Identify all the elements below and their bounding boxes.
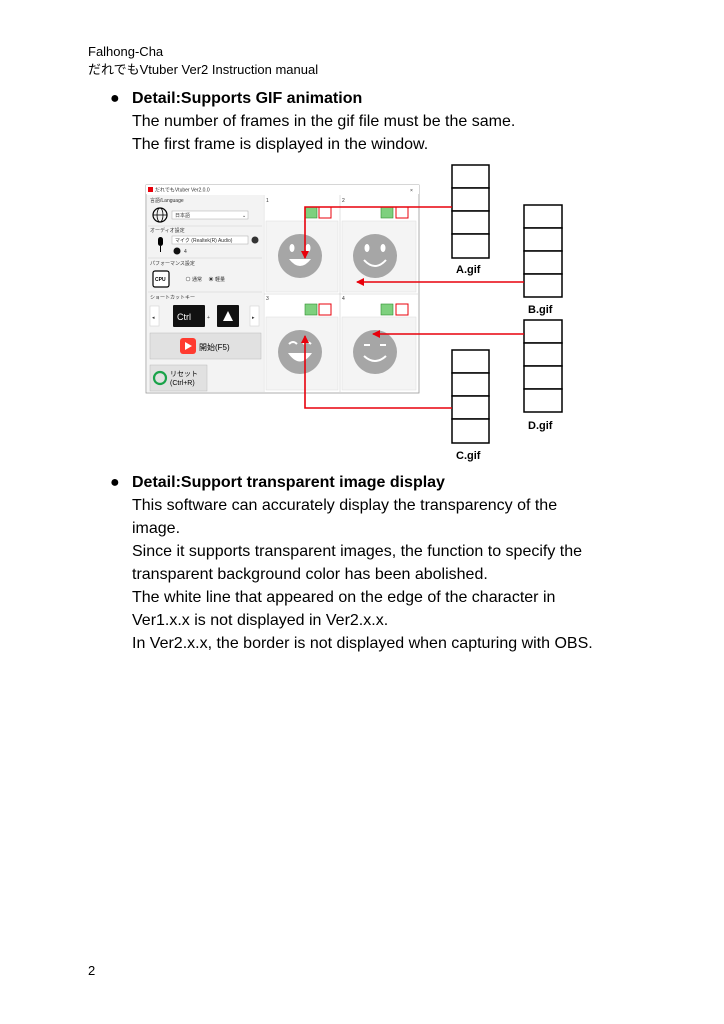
trash-icon[interactable] [395, 303, 409, 316]
cell-number: 2 [342, 198, 345, 204]
face-smile-icon [353, 234, 397, 278]
header-author: Falhong-Cha [88, 44, 164, 59]
section2-body: This software can accurately display the… [132, 494, 672, 655]
language-label: 言語/Language [150, 197, 184, 204]
arrow-a [301, 206, 452, 259]
image-load-icon[interactable] [380, 206, 394, 219]
level-indicator-icon [173, 247, 181, 255]
cell-4-buttons[interactable] [380, 303, 409, 316]
bullet-icon: ● [110, 474, 120, 491]
section2-line: image. [132, 520, 181, 537]
start-button-label: 開始(F5) [199, 342, 230, 352]
cell-3-buttons[interactable] [304, 303, 332, 316]
app-logo-icon [148, 187, 153, 192]
a-gif-frames [451, 164, 490, 259]
a-gif-label: A.gif [456, 264, 481, 276]
image-load-icon[interactable] [380, 303, 394, 316]
d-gif-frames [523, 319, 563, 413]
face-open-mouth-icon [278, 234, 322, 278]
page-number: 2 [88, 963, 96, 978]
image-load-icon[interactable] [304, 303, 318, 316]
cpu-icon-label: CPU [155, 277, 166, 283]
refresh-icon [152, 370, 168, 386]
section2-line: transparent background color has been ab… [132, 566, 488, 583]
audio-select[interactable] [171, 235, 249, 245]
level-value: 4 [184, 249, 187, 255]
c-gif-frames [451, 349, 490, 444]
section2-line: In Ver2.x.x, the border is not displayed… [132, 635, 593, 652]
section1-line: The number of frames in the gif file mus… [132, 113, 516, 130]
bullet-icon: ● [110, 90, 120, 107]
audio-value: マイク (Realtek(R) Audio) [175, 238, 233, 244]
ctrl-key [173, 305, 205, 327]
start-button[interactable] [149, 332, 262, 360]
language-select[interactable] [171, 210, 249, 220]
plus-sign: + [207, 315, 210, 321]
section1-line: The first frame is displayed in the wind… [132, 136, 429, 153]
section2-heading: ● Detail:Support transparent image displa… [110, 474, 445, 492]
ctrl-key-label: Ctrl [177, 312, 191, 322]
microphone-icon [158, 237, 163, 246]
section1-heading: ● Detail:Supports GIF animation [110, 90, 362, 108]
language-value: 日本語 [175, 212, 190, 219]
chevron-left-icon: ◂ [152, 315, 155, 321]
app-window-screenshot: だれでもVtuber Ver2.0.0 × 言語/Language 日本語 ⌄ … [145, 184, 420, 394]
close-icon[interactable]: × [410, 188, 413, 194]
shortcut-label: ショートカットキー [150, 295, 195, 301]
trash-icon[interactable] [395, 206, 409, 219]
section1-heading-text: Detail:Supports GIF animation [132, 90, 363, 107]
gear-icon[interactable] [251, 236, 259, 244]
cell-number: 4 [342, 296, 345, 302]
next-shortcut-button[interactable] [249, 305, 260, 327]
b-gif-frames [523, 204, 563, 298]
section2-line: This software can accurately display the… [132, 497, 558, 514]
c-gif-label: C.gif [456, 450, 481, 462]
chevron-down-icon: ⌄ [242, 213, 246, 219]
d-gif-label: D.gif [528, 420, 553, 432]
triangle-up-icon [223, 311, 233, 321]
reset-button[interactable] [149, 364, 208, 392]
face-laugh-icon [278, 330, 322, 374]
section2-heading-text: Detail:Support transparent image display [132, 474, 445, 491]
chevron-right-icon: ▸ [252, 315, 255, 321]
radio-light-label: 軽量 [215, 276, 225, 283]
image-load-icon[interactable] [304, 206, 318, 219]
cell-number: 3 [266, 296, 269, 302]
prev-shortcut-button[interactable] [149, 305, 160, 327]
radio-normal-label: 通常 [192, 276, 202, 283]
section2-line: Ver1.x.x is not displayed in Ver2.x.x. [132, 612, 389, 629]
section1-body: The number of frames in the gif file mus… [132, 110, 672, 156]
face-content-icon [353, 330, 397, 374]
section2-line: The white line that appeared on the edge… [132, 589, 556, 606]
trash-icon[interactable] [318, 206, 332, 219]
trash-icon[interactable] [318, 303, 332, 316]
radio-normal[interactable] [185, 276, 191, 282]
b-gif-label: B.gif [528, 304, 553, 316]
performance-label: パフォーマンス設定 [150, 260, 195, 267]
reset-label-2: (Ctrl+R) [170, 380, 195, 387]
reset-label-1: リセット [170, 370, 198, 378]
window-title: だれでもVtuber Ver2.0.0 [155, 188, 210, 194]
arrow-c [301, 335, 452, 409]
cell-number: 1 [266, 198, 269, 204]
section2-line: Since it supports transparent images, th… [132, 543, 583, 560]
cpu-icon [152, 270, 170, 288]
header-title: だれでもVtuber Ver2 Instruction manual [88, 62, 319, 77]
audio-label: オーディオ設定 [150, 227, 185, 234]
